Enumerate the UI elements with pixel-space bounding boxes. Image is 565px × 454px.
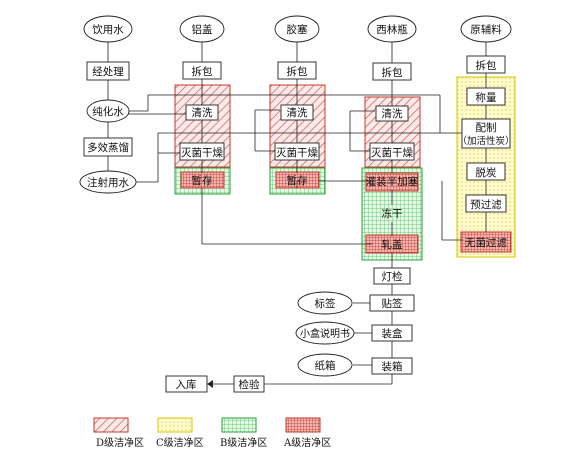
water-column: 经处理 纯化水 多效蒸馏 注射用水 bbox=[79, 61, 137, 194]
arrowheads bbox=[207, 380, 213, 388]
node-yuanfuliao: 原辅料 bbox=[460, 15, 512, 43]
node-chaibao-yuanfuliao: 拆包 bbox=[466, 55, 506, 74]
svg-text:装箱: 装箱 bbox=[382, 360, 403, 373]
svg-text:注射用水: 注射用水 bbox=[87, 176, 129, 189]
node-zancun-lvgai: 暂存 bbox=[192, 174, 213, 187]
node-ruku: 入库 bbox=[165, 375, 208, 393]
node-duoxiaozhengliu: 多效蒸馏 bbox=[83, 137, 133, 157]
svg-text:多效蒸馏: 多效蒸馏 bbox=[87, 141, 129, 154]
node-qingxi-xilinping: 清洗 bbox=[375, 105, 409, 122]
xilinping-column: 拆包 清洗 灭菌干燥 灌装半加塞 冻干 轧盖 灯检 贴签 装盒 装箱 bbox=[366, 62, 419, 375]
svg-text:拆包: 拆包 bbox=[476, 59, 497, 72]
svg-text:灯检: 灯检 bbox=[382, 270, 403, 283]
svg-text:标签: 标签 bbox=[315, 297, 336, 310]
svg-text:（加活性炭）: （加活性炭） bbox=[457, 135, 514, 147]
node-chaibao-jiaosai: 拆包 bbox=[277, 61, 317, 80]
node-lvgai: 铝盖 bbox=[179, 15, 225, 43]
node-miejunganzao-lvgai: 灭菌干燥 bbox=[179, 142, 225, 161]
svg-text:西林瓶: 西林瓶 bbox=[376, 23, 408, 36]
node-qingxi-jiaosai: 清洗 bbox=[280, 104, 314, 121]
node-xilinping: 西林瓶 bbox=[367, 15, 417, 43]
node-wujunguolv: 无菌过滤 bbox=[465, 236, 507, 249]
node-zhuanghe: 装盒 bbox=[371, 324, 413, 342]
node-jiaosai: 胶塞 bbox=[274, 15, 320, 43]
node-chengliang: 称量 bbox=[466, 87, 506, 106]
svg-text:清洗: 清洗 bbox=[287, 106, 308, 119]
node-qingxi-lvgai: 清洗 bbox=[185, 104, 219, 121]
svg-text:饮用水: 饮用水 bbox=[92, 23, 124, 36]
node-miejunganzao-xilinping: 灭菌干燥 bbox=[369, 142, 415, 161]
node-yinyongshui: 饮用水 bbox=[83, 15, 133, 43]
node-donggan: 冻干 bbox=[382, 207, 403, 220]
legend-item-c: C级洁净区 bbox=[156, 417, 204, 449]
zone-a-zancun-lvgai bbox=[180, 171, 225, 189]
svg-text:拆包: 拆包 bbox=[192, 65, 213, 78]
node-guanzhuang: 灌装半加塞 bbox=[366, 175, 419, 188]
node-tuotan: 脱炭 bbox=[466, 162, 506, 181]
zone-a-zancun-jiaosai bbox=[275, 171, 320, 189]
svg-text:D级洁净区: D级洁净区 bbox=[96, 436, 144, 449]
svg-text:小盒说明书: 小盒说明书 bbox=[300, 327, 350, 340]
legend-item-d: D级洁净区 bbox=[93, 417, 144, 449]
node-chunhuashui: 纯化水 bbox=[86, 99, 130, 123]
svg-text:拆包: 拆包 bbox=[382, 66, 403, 79]
node-zhagai: 轧盖 bbox=[382, 238, 403, 251]
svg-text:脱炭: 脱炭 bbox=[476, 166, 497, 179]
svg-text:称量: 称量 bbox=[476, 91, 497, 104]
svg-text:纯化水: 纯化水 bbox=[92, 105, 124, 118]
svg-text:预过滤: 预过滤 bbox=[470, 198, 502, 211]
node-zhixiang: 纸箱 bbox=[297, 353, 353, 377]
packaging-inputs: 标签 小盒说明书 纸箱 检验 入库 bbox=[165, 291, 355, 393]
connectors bbox=[107, 42, 487, 385]
jiaosai-column: 拆包 清洗 灭菌干燥 暂存 bbox=[274, 61, 320, 187]
node-chaibao-lvgai: 拆包 bbox=[182, 61, 222, 80]
node-chaibao-xilinping: 拆包 bbox=[372, 62, 412, 81]
legend: D级洁净区 C级洁净区 B级洁净区 A级洁净区 bbox=[93, 417, 331, 449]
svg-text:原辅料: 原辅料 bbox=[470, 23, 502, 36]
svg-text:C级洁净区: C级洁净区 bbox=[156, 436, 204, 449]
svg-text:灭菌干燥: 灭菌干燥 bbox=[181, 147, 223, 159]
svg-text:A级洁净区: A级洁净区 bbox=[283, 436, 331, 449]
svg-text:灭菌干燥: 灭菌干燥 bbox=[371, 147, 413, 159]
yuanfuliao-column: 拆包 称量 配制 （加活性炭） 脱炭 预过滤 无菌过滤 bbox=[457, 55, 515, 249]
svg-text:经处理: 经处理 bbox=[92, 65, 124, 78]
node-xiaohe: 小盒说明书 bbox=[295, 321, 355, 345]
node-zhuangxiang: 装箱 bbox=[371, 357, 413, 375]
source-nodes: 饮用水 铝盖 胶塞 西林瓶 原辅料 bbox=[83, 15, 512, 43]
svg-text:清洗: 清洗 bbox=[192, 106, 213, 119]
clean-zones bbox=[174, 76, 516, 261]
svg-text:胶塞: 胶塞 bbox=[287, 23, 308, 36]
node-zhusheyongshui: 注射用水 bbox=[79, 170, 137, 194]
svg-text:纸箱: 纸箱 bbox=[315, 359, 336, 372]
svg-text:拆包: 拆包 bbox=[287, 65, 308, 78]
node-dengjian: 灯检 bbox=[373, 267, 411, 285]
svg-text:入库: 入库 bbox=[176, 378, 197, 391]
node-peizhi: 配制 （加活性炭） bbox=[457, 118, 515, 149]
node-biaoqian: 标签 bbox=[297, 291, 353, 315]
lvgai-column: 拆包 清洗 灭菌干燥 暂存 bbox=[179, 61, 225, 187]
node-miejunganzao-jiaosai: 灭菌干燥 bbox=[274, 142, 320, 161]
legend-item-b: B级洁净区 bbox=[220, 417, 267, 449]
node-zancun-jiaosai: 暂存 bbox=[287, 174, 308, 187]
node-yuguolv: 预过滤 bbox=[465, 194, 507, 213]
node-jingchuli: 经处理 bbox=[86, 61, 130, 81]
legend-item-a: A级洁净区 bbox=[283, 417, 331, 449]
svg-text:贴签: 贴签 bbox=[382, 297, 403, 310]
svg-text:配制: 配制 bbox=[476, 121, 497, 134]
svg-text:检验: 检验 bbox=[239, 378, 260, 391]
svg-text:铝盖: 铝盖 bbox=[192, 23, 213, 36]
node-jianyan: 检验 bbox=[233, 375, 265, 393]
svg-text:装盒: 装盒 bbox=[382, 327, 403, 340]
node-tieqian: 贴签 bbox=[369, 294, 415, 312]
svg-text:清洗: 清洗 bbox=[382, 107, 403, 120]
svg-text:灭菌干燥: 灭菌干燥 bbox=[276, 147, 318, 159]
svg-text:B级洁净区: B级洁净区 bbox=[220, 436, 267, 449]
